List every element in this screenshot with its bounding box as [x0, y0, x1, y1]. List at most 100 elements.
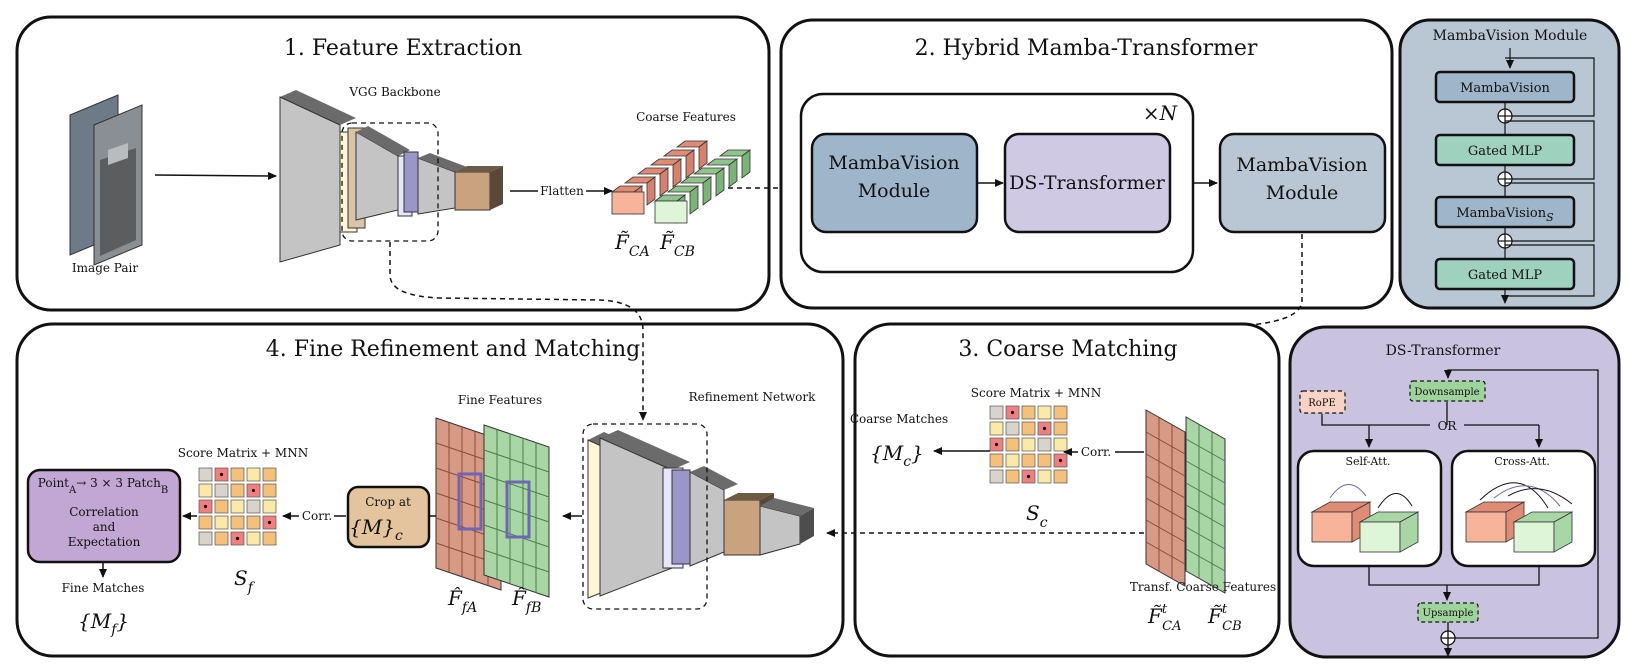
- grid-line: [1145, 475, 1186, 499]
- correlation-box: [26, 468, 182, 564]
- matrix-cell: [1053, 421, 1068, 436]
- fca-label: F̃CA: [614, 230, 650, 260]
- vgg-backbone: [279, 90, 503, 263]
- matrix-cell: [246, 515, 261, 530]
- grid-line: [1185, 438, 1226, 462]
- mv-block-label-4: Gated MLP: [1468, 268, 1542, 283]
- mc-label: {Mc}: [870, 441, 924, 470]
- match-dot: [203, 504, 208, 509]
- arrow-vgg-to-refinement: [389, 242, 647, 421]
- grid-line: [1145, 541, 1186, 565]
- match-dot: [1026, 474, 1031, 479]
- flatten-label: Flatten: [540, 184, 584, 198]
- matrix-cell: [198, 531, 213, 546]
- matrix-cell: [989, 405, 1004, 420]
- image-pair: [69, 94, 143, 266]
- panel-1-title: 1. Feature Extraction: [284, 36, 522, 61]
- ds-plus-icon: [1440, 630, 1456, 646]
- fine-matches-label: Fine Matches: [62, 581, 145, 595]
- att-bar-front: [1359, 521, 1401, 553]
- mv-residual: [1505, 57, 1595, 117]
- downsample-box: [1409, 380, 1486, 402]
- matrix-cell: [1005, 437, 1020, 452]
- mv-module-1: [810, 132, 979, 234]
- coarse-matches-label: Coarse Matches: [850, 412, 948, 426]
- mv-residual: [1505, 120, 1595, 180]
- upsample-label: Upsample: [1423, 608, 1474, 619]
- mf-label: {Mf}: [78, 609, 129, 638]
- panel-4-title: 4. Fine Refinement and Matching: [266, 337, 640, 362]
- grid-line: [1185, 548, 1226, 572]
- match-dot: [994, 442, 999, 447]
- self-att-arc: [1329, 484, 1367, 499]
- feature-cube-side: [728, 158, 738, 188]
- grid-line: [1185, 460, 1226, 484]
- cross-att-arc: [1493, 485, 1561, 507]
- matrix-cell: [989, 453, 1004, 468]
- transf-coarse-feature-b: [1185, 416, 1226, 594]
- grid-line: [483, 449, 550, 473]
- matrix-cell: [1005, 469, 1020, 484]
- crop-line2: {M}c: [349, 515, 403, 544]
- arrow-image-to-vgg: [154, 171, 277, 180]
- mv-module-2-line2: Module: [1266, 182, 1339, 204]
- self-att-arc: [1377, 493, 1413, 509]
- feature-cube-side: [646, 176, 656, 206]
- grid-line: [1145, 519, 1186, 543]
- matrix-cell: [1021, 453, 1036, 468]
- matrix-cell: [989, 421, 1004, 436]
- fine-score-matrix-label: Score Matrix + MNN: [178, 446, 308, 460]
- refinement-network-label: Refinement Network: [689, 390, 816, 404]
- sc-label: Sc: [1026, 501, 1048, 531]
- mv-module-2-line1: MambaVision: [1236, 154, 1367, 176]
- rope-box: [1299, 390, 1346, 414]
- or-label: OR: [1438, 419, 1458, 433]
- att-bar-front: [1513, 521, 1555, 553]
- att-bar-side: [1399, 511, 1419, 553]
- mv-block-label-3: MambaVisionS: [1456, 206, 1554, 224]
- coarse-feature-a: [610, 140, 709, 215]
- att-bar-side: [1553, 511, 1573, 553]
- crop-line1: Crop at: [365, 495, 411, 509]
- match-dot: [235, 536, 240, 541]
- grid-face: [1185, 416, 1226, 594]
- matrix-cell: [1005, 421, 1020, 436]
- expectation-label: Expectation: [68, 535, 141, 549]
- self-att-bars: [1310, 484, 1420, 553]
- matrix-cell: [246, 467, 261, 482]
- feature-cube-side: [702, 176, 712, 206]
- matrix-cell: [246, 499, 261, 514]
- matrix-cell: [214, 483, 229, 498]
- grid-line: [1185, 482, 1226, 506]
- corr-coarse: Corr.: [1081, 445, 1111, 459]
- mambavision-module-title: MambaVision Module: [1433, 28, 1588, 44]
- matrix-cell: [1053, 437, 1068, 452]
- transf-coarse-feature-a: [1145, 409, 1186, 587]
- refinement-network: [582, 423, 814, 610]
- match-dot: [219, 472, 224, 477]
- fine-feature-b: [483, 424, 550, 598]
- matrix-cell: [1005, 453, 1020, 468]
- feature-cube-side: [672, 158, 682, 188]
- cross-att-label: Cross-Att.: [1494, 455, 1549, 468]
- matrix-cell: [1053, 469, 1068, 484]
- matrix-cell: [1037, 453, 1052, 468]
- coarse-score-matrix: [989, 405, 1068, 484]
- coarse-features-label: Coarse Features: [636, 110, 736, 124]
- matrix-cell: [1037, 469, 1052, 484]
- point-line: PointA→ 3 × 3 PatchB: [38, 476, 168, 496]
- matrix-cell: [262, 467, 277, 482]
- matrix-cell: [198, 467, 213, 482]
- self-att-label: Self-Att.: [1345, 455, 1390, 468]
- repeat-label: ×N: [1143, 101, 1179, 125]
- matrix-cell: [214, 515, 229, 530]
- matrix-cell: [230, 467, 245, 482]
- matrix-cell: [214, 499, 229, 514]
- feature-cube-side: [698, 140, 708, 170]
- matrix-cell: [214, 531, 229, 546]
- ds-transformer-label: DS-Transformer: [1009, 172, 1166, 194]
- ds-skip-line: [1444, 369, 1599, 639]
- feature-cube-front: [611, 191, 645, 215]
